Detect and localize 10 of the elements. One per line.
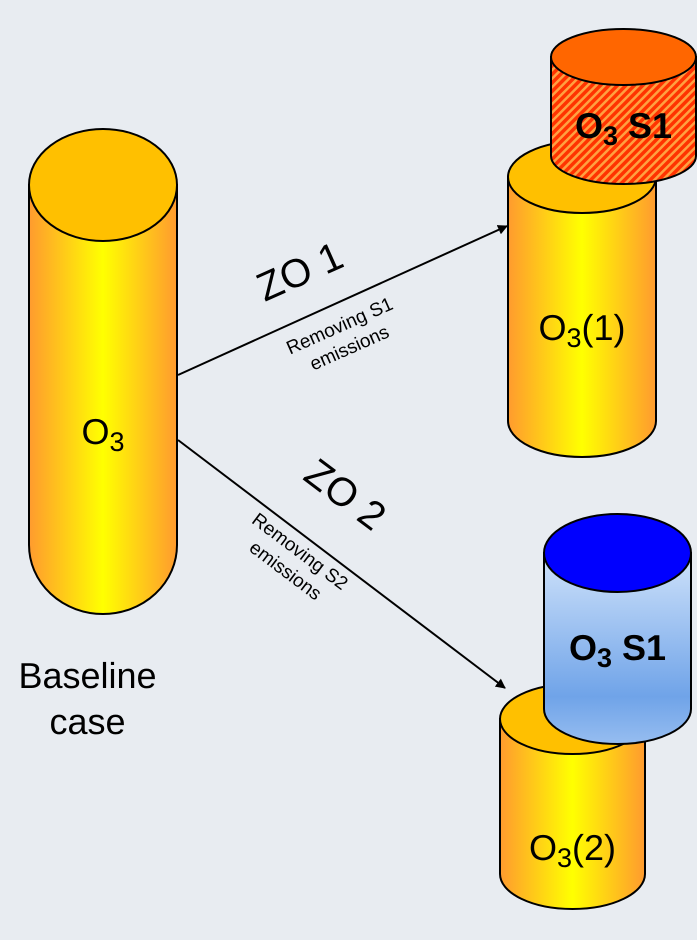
- arrow: [178, 225, 508, 376]
- cylinder-label: O$_{3}$ S1: [574, 104, 674, 148]
- edge-label: ZO 2: [296, 450, 394, 540]
- cylinder-label: O$_{3}$(1): [537, 306, 627, 350]
- edge-label: ZO 1: [250, 234, 350, 310]
- node-caption: Baseline case: [17, 654, 158, 744]
- cylinder-label: O$_{3}$: [80, 410, 126, 454]
- cylinder-label: O$_{3}$(2): [528, 826, 618, 870]
- arrow: [177, 439, 506, 689]
- cylinder-label: O$_{3}$ S1: [568, 626, 668, 670]
